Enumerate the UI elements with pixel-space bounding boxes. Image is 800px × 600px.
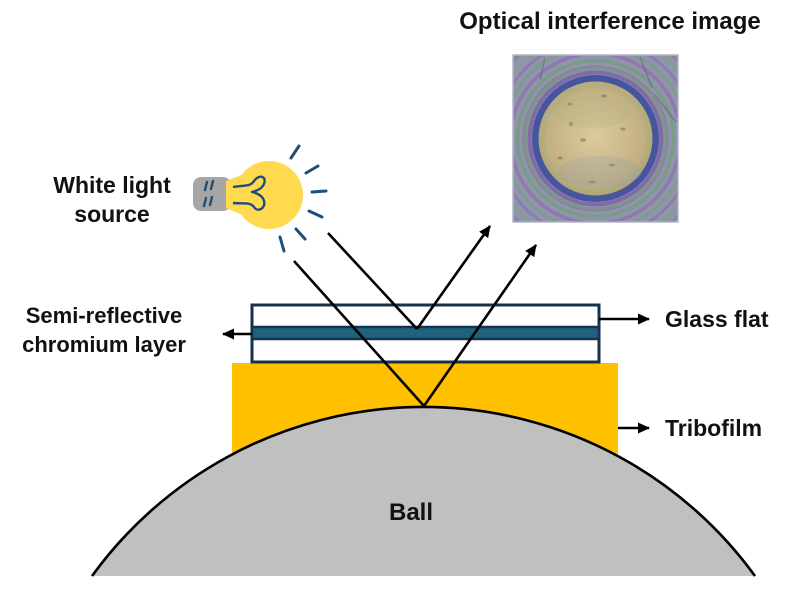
ball-body (92, 406, 755, 576)
photo-texture-specks (557, 94, 626, 184)
bulb-base (193, 177, 231, 211)
bulb-filament (232, 175, 266, 211)
photo-green-ring (523, 66, 668, 211)
chromium-layer-label: Semi-reflective chromium layer (0, 301, 210, 359)
label-arrows (222, 313, 650, 434)
photo-purple-ring (527, 70, 664, 207)
photo-blue-ring (532, 75, 659, 202)
chromium-layer-label-line1: Semi-reflective (25, 303, 183, 328)
chromium-layer-label-line2: chromium layer (22, 332, 186, 357)
light-rays (293, 225, 538, 407)
incident-ray-to-ball (293, 260, 425, 407)
glass-flat (250, 303, 601, 364)
chromium-layer (250, 325, 601, 341)
optical-interference-photo (512, 54, 679, 223)
bulb-globe (235, 161, 303, 229)
white-light-source-label: White light source (28, 171, 196, 229)
photo-frame (512, 54, 679, 223)
white-light-source-label-line1: White light (53, 172, 171, 198)
glass-flat-label: Glass flat (665, 306, 769, 332)
photo-contact-disk (538, 81, 653, 196)
bulb-ray-dashes (278, 144, 328, 253)
reflected-ray-from-chromium (415, 225, 492, 330)
light-bulb-icon (193, 144, 328, 253)
incident-ray-to-chromium (327, 232, 418, 330)
ball-label: Ball (388, 499, 433, 526)
photo-scratches (539, 56, 677, 123)
ball-outline (90, 405, 757, 577)
bulb-base-threads (202, 179, 215, 208)
tribofilm-label: Tribofilm (665, 415, 763, 441)
figure-title: Optical interference image (459, 8, 761, 35)
reflected-ray-from-ball (422, 244, 538, 407)
white-light-source-label-line2: source (74, 201, 150, 227)
